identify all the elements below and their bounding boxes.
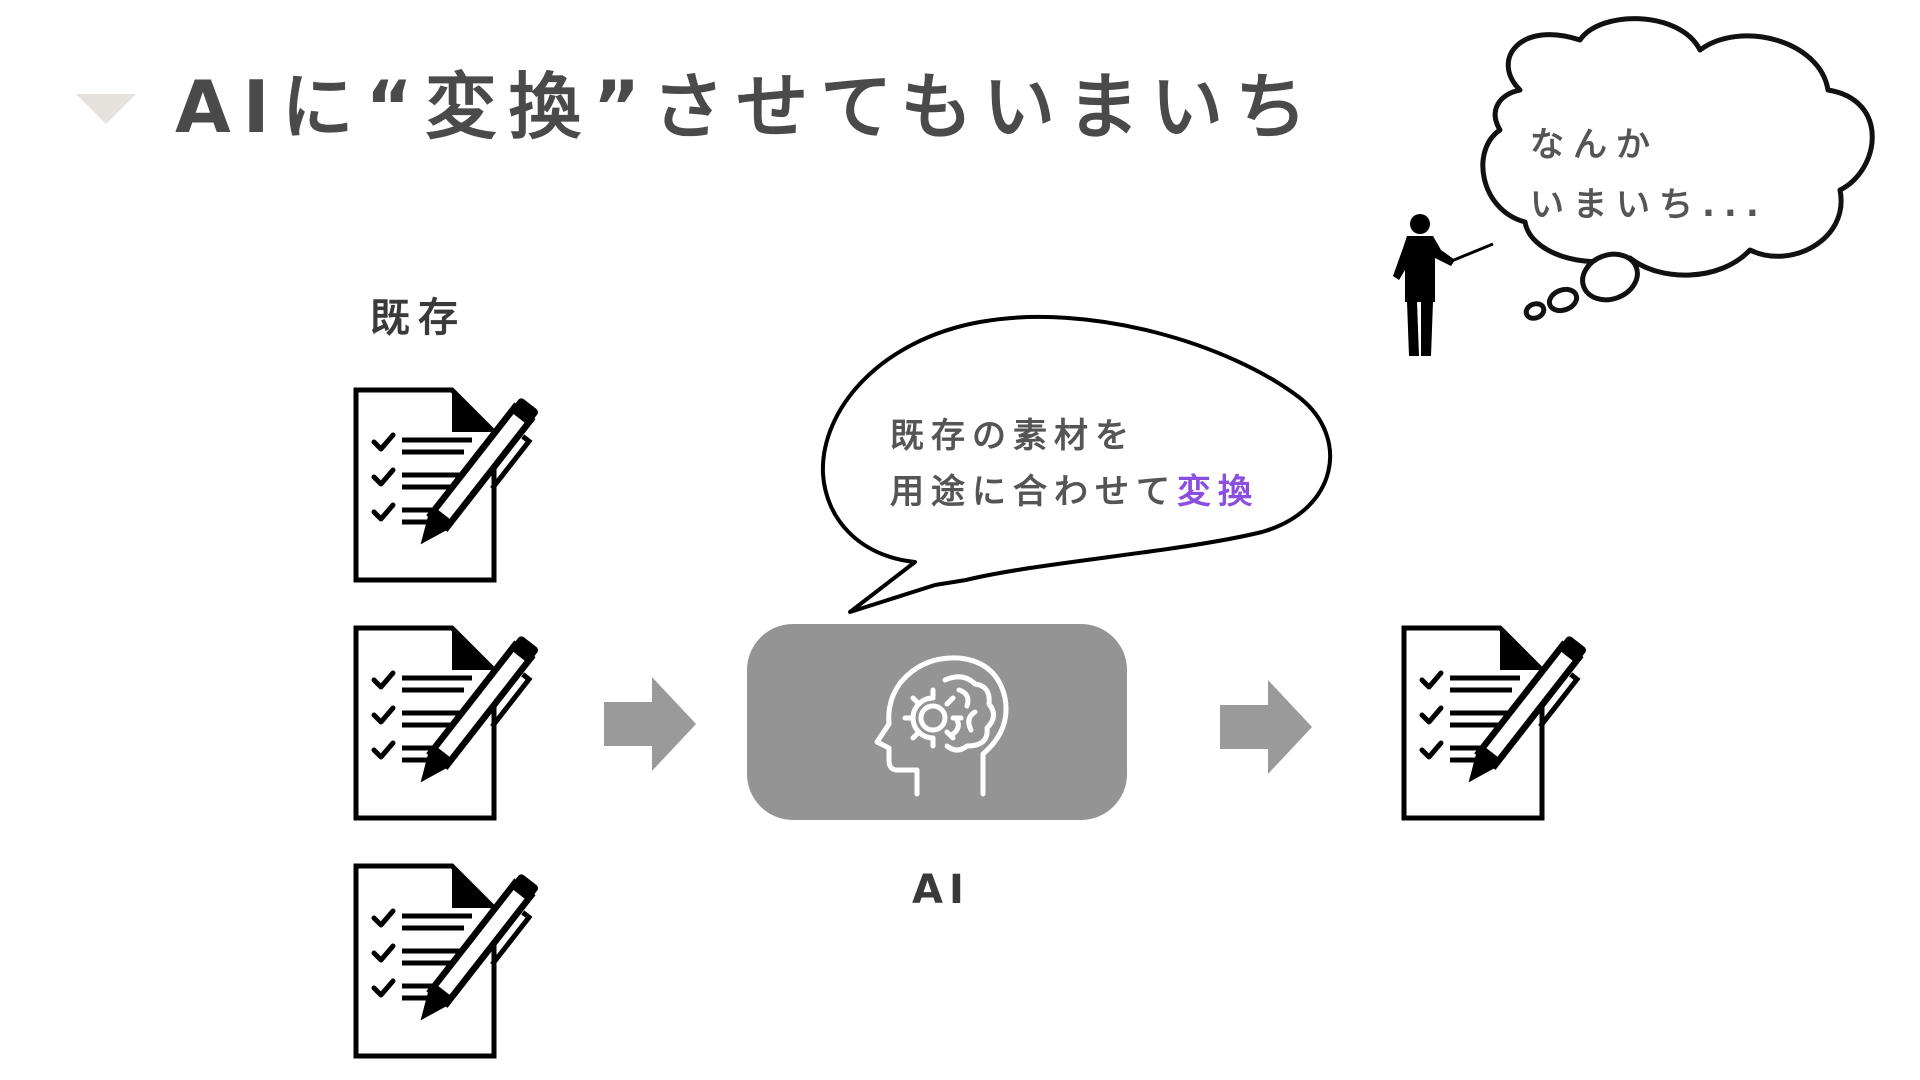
speech-bubble-line-1: 既存の素材を [890, 416, 1136, 456]
existing-label: 既存 [370, 295, 466, 341]
existing-document-2-icon [352, 624, 552, 824]
output-document-icon [1400, 624, 1600, 824]
speech-bubble-line-2-prefix: 用途に合わせて [890, 472, 1177, 512]
arrow-right-output-icon [1220, 680, 1312, 774]
slide-title: AIに“変換”させてもいまいち [175, 65, 1320, 149]
ai-box [747, 624, 1127, 820]
existing-document-1-icon [352, 386, 552, 586]
speech-bubble-text: 既存の素材を 用途に合わせて変換 [890, 408, 1259, 520]
title-marker-triangle-icon [76, 94, 136, 124]
existing-document-3-icon [352, 862, 552, 1062]
highlight-henkan: 変換 [1177, 472, 1259, 512]
brain-gear-head-icon [874, 655, 1009, 797]
arrow-right-icon [604, 677, 696, 771]
thought-line-1: なんか [1530, 125, 1659, 165]
speech-bubble-line-2: 用途に合わせて変換 [890, 464, 1259, 520]
thought-cloud-text: なんか いまいち... [1530, 115, 1768, 235]
ai-label: AI [912, 867, 970, 913]
thought-line-2: いまいち... [1530, 185, 1768, 225]
presenter-silhouette-icon [1393, 214, 1494, 356]
